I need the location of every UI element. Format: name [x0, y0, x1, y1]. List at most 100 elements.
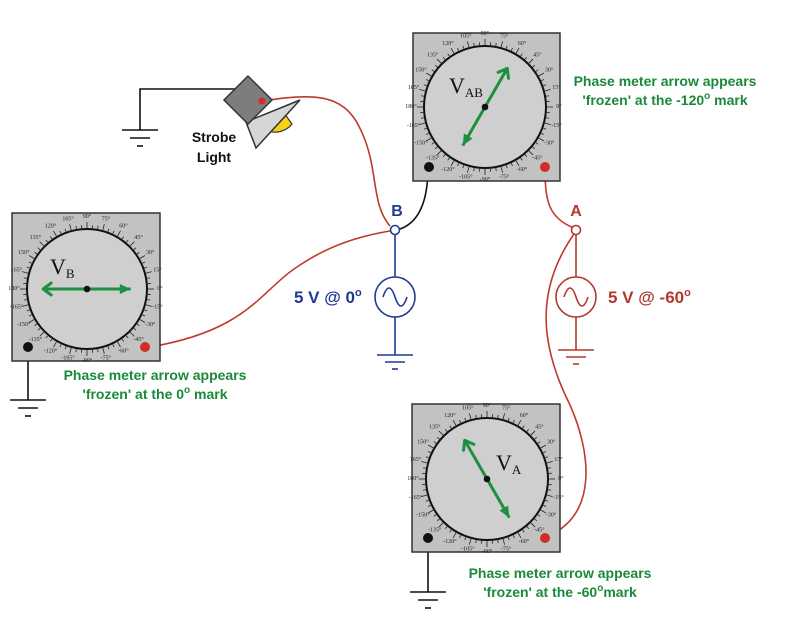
dial-tick-label: -75° — [501, 546, 512, 553]
dial-tick — [512, 535, 515, 539]
dial-tick — [129, 331, 135, 337]
dial-tick-label: 75° — [500, 32, 509, 39]
meter-vab-pivot — [481, 103, 489, 111]
dial-tick-label: -135° — [426, 155, 440, 162]
note-vb-line1: Phase meter arrow appears — [64, 367, 247, 383]
dial-tick — [438, 522, 444, 528]
dial-tick — [520, 53, 523, 57]
dial-tick-label: -60° — [118, 347, 129, 354]
dial-tick — [464, 417, 467, 421]
dial-tick-label: 165° — [410, 456, 422, 463]
dial-tick — [444, 428, 448, 432]
dial-tick — [436, 58, 442, 64]
dial-tick — [528, 150, 534, 156]
meter-vb-red-terminal — [140, 342, 150, 352]
dial-tick-label: 165° — [11, 266, 23, 273]
dial-tick — [421, 461, 428, 464]
dial-tick — [102, 224, 105, 231]
dial-tick — [129, 241, 135, 247]
meter-vb-needle-tail — [41, 281, 53, 297]
dial-tick — [512, 419, 515, 423]
dial-tick — [457, 163, 460, 167]
dial-tick-label: -150° — [414, 140, 428, 147]
dial-tick — [423, 84, 427, 87]
dial-tick — [26, 266, 30, 269]
dial-tick — [419, 89, 426, 92]
dial-tick — [500, 41, 503, 48]
node-b: B — [389, 203, 403, 236]
dial-tick — [534, 436, 538, 440]
dial-tick — [117, 341, 121, 348]
dial-tick-label: 90° — [483, 402, 492, 409]
note-va-line2: 'frozen' at the -60omark — [483, 583, 637, 600]
dial-tick-label: 120° — [45, 223, 57, 230]
source-a-label: 5 V @ -60o — [608, 287, 691, 307]
dial-tick — [538, 72, 545, 77]
vb-red-wire — [149, 230, 391, 348]
dial-tick — [34, 251, 38, 255]
dial-tick — [431, 69, 435, 72]
dial-tick-label: 60° — [518, 40, 527, 47]
dial-tick — [497, 539, 499, 544]
dial-tick — [462, 45, 465, 49]
dial-tick — [546, 461, 553, 464]
dial-tick — [49, 338, 53, 342]
dial-tick — [121, 236, 125, 240]
dial-tick — [64, 346, 67, 350]
dial-tick-label: 0° — [556, 103, 562, 110]
meter-va-pivot — [483, 475, 491, 483]
node-a-label: A — [570, 203, 582, 220]
dial-tick — [495, 42, 497, 47]
node-b-terminal — [389, 224, 401, 236]
dial-tick — [535, 69, 539, 72]
sine-wave-icon — [563, 287, 589, 307]
dial-tick — [147, 277, 151, 279]
dial-tick — [467, 166, 470, 173]
dial-tick — [537, 441, 541, 444]
strobe-label-line2: Light — [197, 149, 232, 165]
dial-tick — [540, 509, 547, 514]
dial-tick — [26, 309, 30, 312]
dial-tick — [473, 42, 475, 47]
dial-tick — [547, 467, 552, 469]
dial-tick-label: -45° — [133, 336, 144, 343]
dial-tick — [125, 239, 129, 243]
dial-tick-label: 75° — [102, 215, 111, 222]
dial-tick — [22, 304, 29, 307]
dial-tick — [136, 251, 140, 255]
dial-tick-label: -75° — [499, 174, 510, 181]
dial-tick — [112, 230, 115, 234]
dial-tick-label: 30° — [547, 439, 556, 446]
dial-tick-label: -150° — [416, 512, 430, 519]
dial-tick — [139, 255, 146, 259]
strobe-red-terminal — [258, 97, 266, 105]
dial-tick — [121, 338, 125, 342]
dial-tick-label: -60° — [517, 166, 528, 173]
strobe-housing — [222, 74, 274, 126]
dial-tick-label: -90° — [480, 176, 491, 183]
dial-tick — [64, 228, 67, 232]
dial-tick — [427, 504, 431, 507]
phase-meter-va: 180°165°150°135°120°105°90°75°60°45°30°1… — [407, 402, 564, 555]
dial-tick — [543, 84, 547, 87]
dial-tick-label: 0° — [157, 285, 163, 292]
dial-tick-label: -15° — [551, 122, 562, 129]
dial-tick — [37, 247, 41, 251]
source-a: 5 V @ -60o — [555, 276, 691, 318]
dial-tick — [144, 266, 148, 269]
dial-tick — [421, 494, 428, 497]
dial-tick-label: -45° — [532, 155, 543, 162]
phase-meter-vb: 180°165°150°135°120°105°90°75°60°45°30°1… — [8, 212, 163, 364]
dial-tick-label: 105° — [62, 215, 74, 222]
dial-tick — [544, 122, 551, 125]
dial-tick — [452, 532, 457, 539]
dial-tick-label: -105° — [459, 174, 473, 181]
dial-tick — [543, 504, 547, 507]
dial-tick — [510, 47, 513, 51]
dial-tick — [515, 47, 520, 54]
dial-tick — [142, 261, 146, 264]
dial-tick — [442, 154, 446, 158]
dial-tick-label: -105° — [61, 355, 75, 362]
dial-tick-label: -45° — [534, 527, 545, 534]
